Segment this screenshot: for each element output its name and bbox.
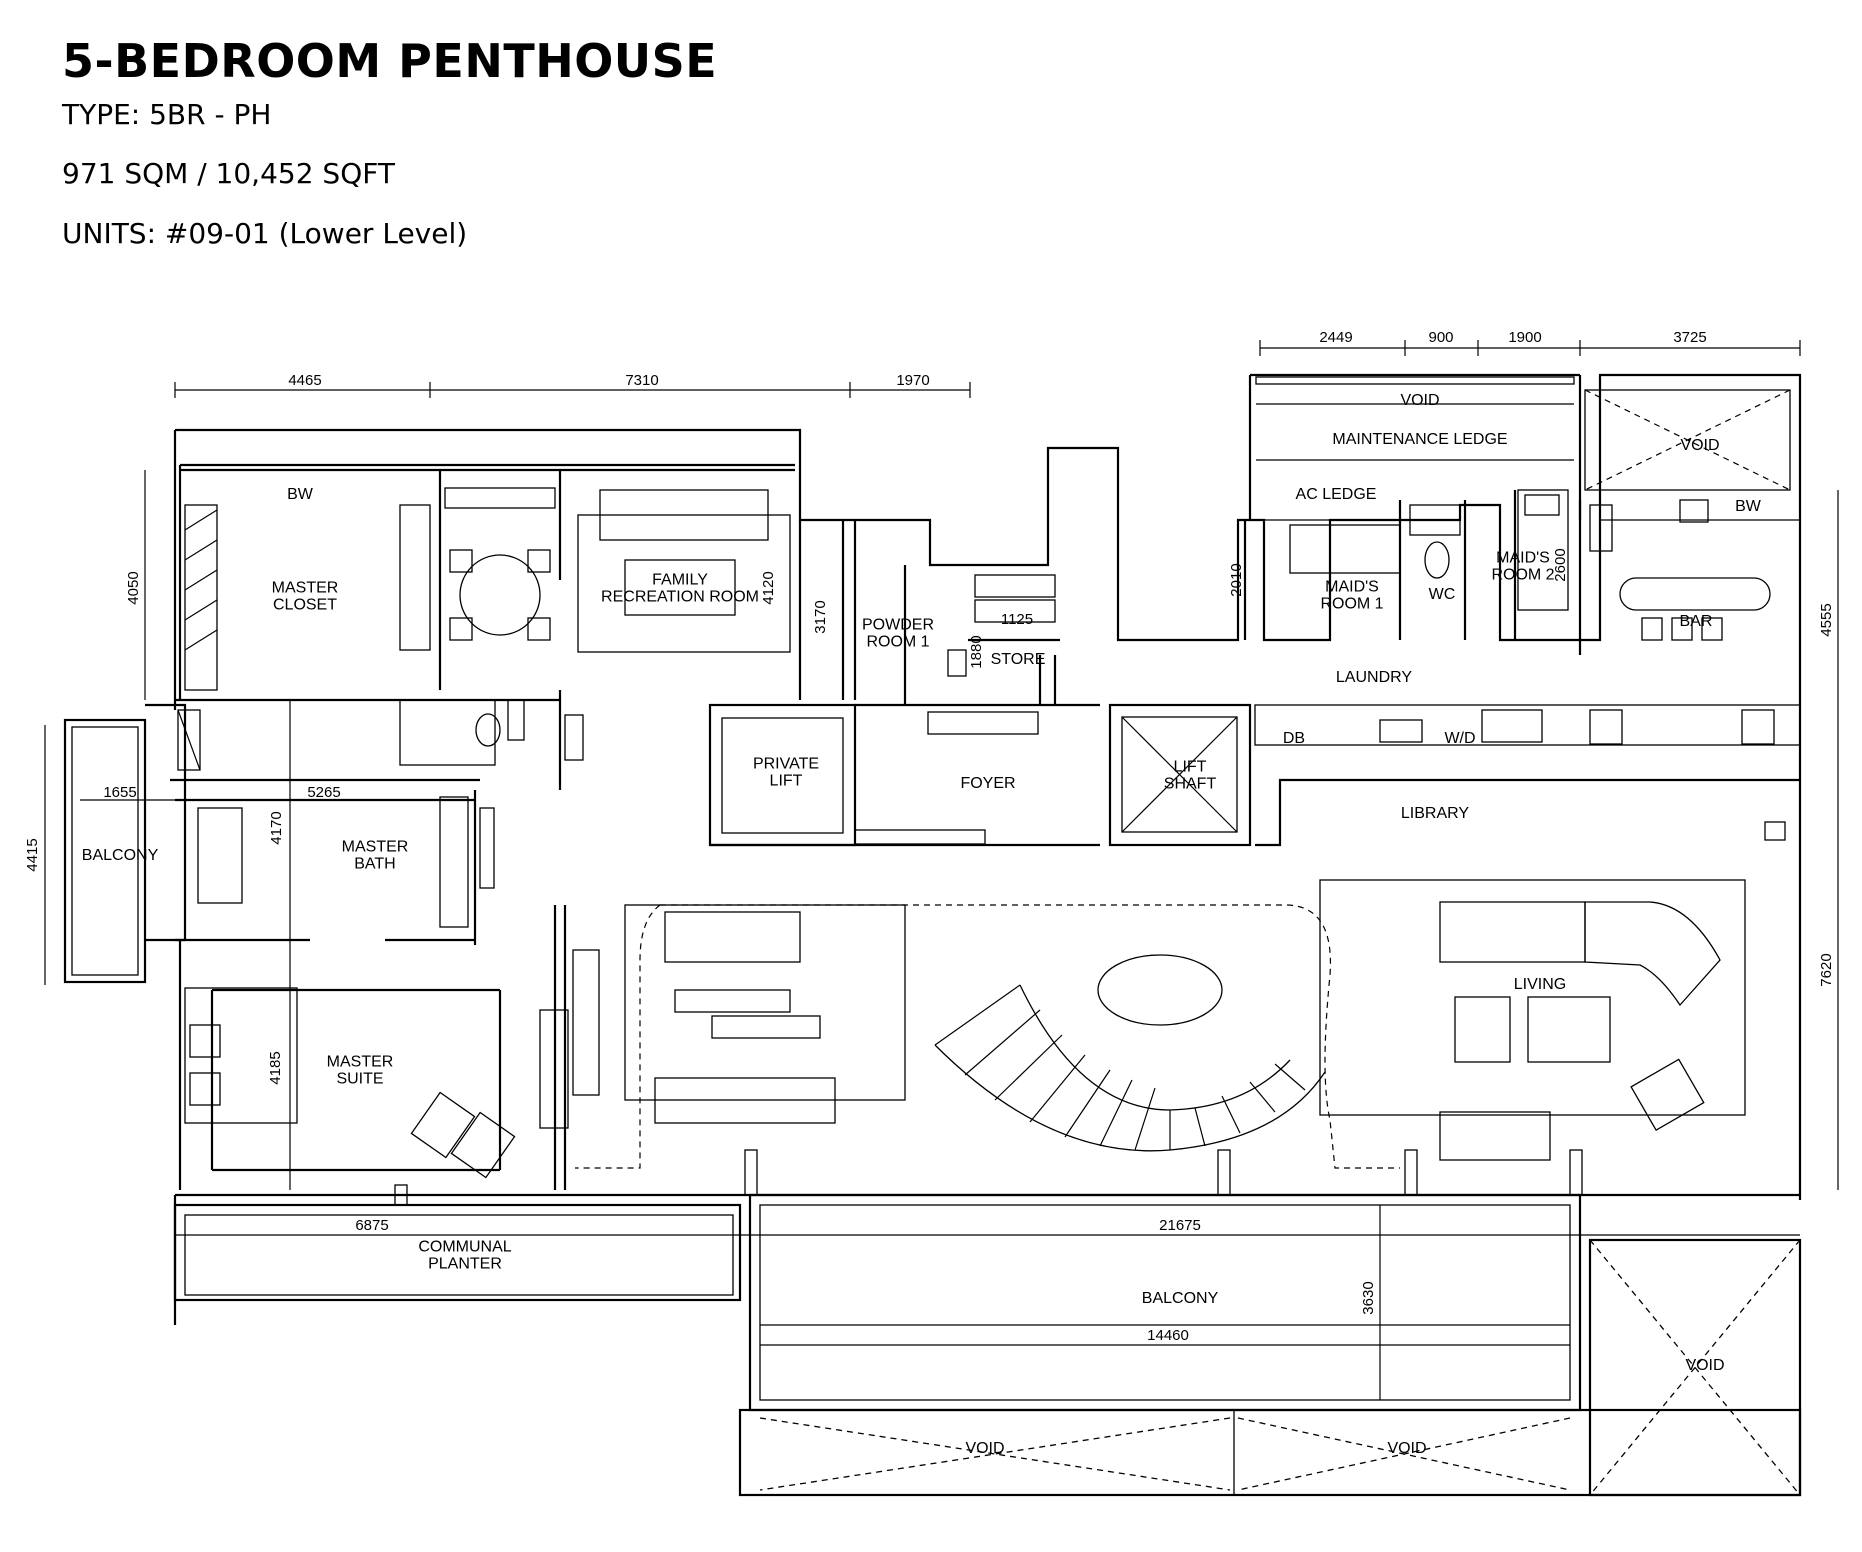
dimension-label-21675: 21675 [1159, 1217, 1201, 1234]
room-label-db: DB [1283, 730, 1305, 747]
dimension-label-4120: 4120 [760, 571, 777, 604]
unit-area-line: 971 SQM / 10,452 SQFT [62, 157, 395, 190]
dimension-label-1880: 1880 [968, 635, 985, 668]
dimension-label-1655: 1655 [103, 784, 136, 801]
unit-type-line: TYPE: 5BR - PH [62, 98, 272, 131]
plan-linework [44, 340, 1839, 1497]
page-title: 5-BEDROOM PENTHOUSE [62, 34, 718, 88]
dimension-label-1900: 1900 [1508, 329, 1541, 346]
dimension-label-5265: 5265 [307, 784, 340, 801]
dimension-label-4465: 4465 [288, 372, 321, 389]
room-label-void-bottom-1: VOID [965, 1440, 1004, 1457]
dimension-label-2449: 2449 [1319, 329, 1352, 346]
room-label-foyer: FOYER [960, 775, 1015, 792]
dimension-label-7620: 7620 [1818, 953, 1835, 986]
dimension-label-4050: 4050 [125, 571, 142, 604]
dimension-label-4555: 4555 [1818, 603, 1835, 636]
dimension-label-1125: 1125 [1001, 611, 1033, 628]
room-label-bw-2: BW [1735, 498, 1762, 515]
dimension-label-4415: 4415 [24, 838, 41, 871]
room-label-store: STORE [991, 651, 1046, 668]
room-label-bw-1: BW [287, 486, 314, 503]
room-label-void-top-1: VOID [1400, 392, 1439, 409]
room-label-balcony-left: BALCONY [82, 847, 159, 864]
dimension-label-1970: 1970 [896, 372, 929, 389]
dimension-label-6875: 6875 [355, 1217, 388, 1234]
dimension-label-4170: 4170 [268, 811, 285, 844]
dimension-label-3725: 3725 [1673, 329, 1706, 346]
room-label-wd: W/D [1444, 730, 1475, 747]
dimension-label-4185: 4185 [267, 1051, 284, 1084]
dimension-label-3170: 3170 [812, 600, 829, 633]
room-label-void-right: VOID [1685, 1357, 1724, 1374]
room-label-maintenance-ledge: MAINTENANCE LEDGE [1332, 431, 1507, 448]
room-label-void-bottom-2: VOID [1387, 1440, 1426, 1457]
room-label-wc: WC [1429, 586, 1456, 603]
unit-number-line: UNITS: #09-01 (Lower Level) [62, 217, 468, 250]
room-label-void-top-2: VOID [1680, 437, 1719, 454]
room-label-ac-ledge: AC LEDGE [1296, 486, 1377, 503]
dimension-label-900: 900 [1428, 329, 1453, 346]
dimension-label-3630: 3630 [1360, 1281, 1377, 1314]
dimension-label-2010: 2010 [1228, 563, 1245, 596]
room-label-balcony-main: BALCONY [1142, 1290, 1219, 1307]
dimension-label-2600: 2600 [1552, 548, 1569, 581]
room-label-bar: BAR [1680, 613, 1713, 630]
room-label-living: LIVING [1514, 976, 1566, 993]
room-label-laundry: LAUNDRY [1336, 669, 1413, 686]
dimension-labels: 4465 7310 1970 2449 900 1900 3725 4050 4120 3170 1… [24, 329, 1835, 1344]
dimension-label-14460: 14460 [1147, 1327, 1189, 1344]
dimension-label-7310: 7310 [625, 372, 658, 389]
room-label-library: LIBRARY [1401, 805, 1470, 822]
